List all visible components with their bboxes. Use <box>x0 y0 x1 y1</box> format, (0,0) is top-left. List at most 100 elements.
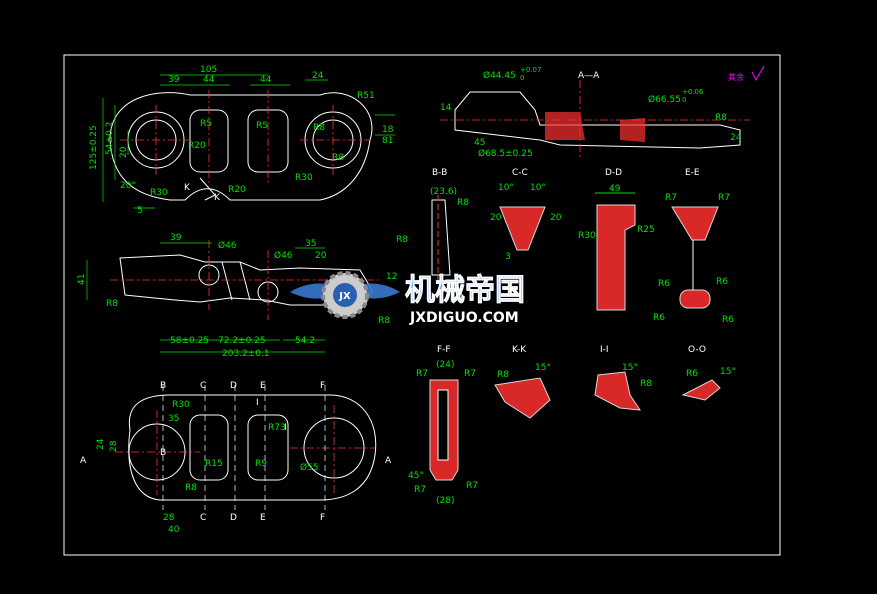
dim-bot-40: 40 <box>168 525 180 535</box>
cut-label-c-top: C <box>200 381 206 391</box>
cut-label-d-bot: D <box>230 513 237 523</box>
dim-aa-tol1b: 0 <box>520 74 524 82</box>
dim-top-r5a: R5 <box>200 119 212 129</box>
dim-ff-r7c: R7 <box>414 485 426 495</box>
dim-top-18: 18 <box>382 125 394 135</box>
drawing-border <box>63 54 781 556</box>
dim-bot-d55: Ø55 <box>300 462 319 473</box>
section-ee-title: E-E <box>685 168 700 178</box>
dim-cc-20a: 20 <box>490 213 502 223</box>
dim-cc-20b: 20 <box>550 213 562 223</box>
dim-dd-49: 49 <box>609 184 621 194</box>
dim-ff-r7d: R7 <box>466 481 478 491</box>
dim-aa-14: 14 <box>440 103 452 113</box>
dim-front-41: 41 <box>77 274 87 285</box>
top-view-dim-text: 105 39 44 44 24 R51 125±0.25 54±0.2 20 2… <box>89 65 394 216</box>
dim-bot-r73: R73 <box>268 423 286 433</box>
dim-ee-r6b: R6 <box>716 277 728 287</box>
watermark-badge: JX <box>338 291 351 302</box>
dim-top-54: 54±0.2 <box>105 122 115 155</box>
cut-label-a-right: A <box>385 456 392 466</box>
dim-top-105: 105 <box>200 65 217 75</box>
dim-aa-tol1a: +0.07 <box>520 66 541 74</box>
dim-front-72: 72.2±0.25 <box>218 336 266 346</box>
dim-bb-r8b: R8 <box>396 235 408 245</box>
section-ee: E-E R7 R7 R6 R6 R6 R6 <box>653 168 734 325</box>
dim-top-r8: R8 <box>313 123 325 133</box>
dim-bot-24: 24 <box>96 438 106 450</box>
section-aa-title: A—A <box>578 71 600 81</box>
cut-label-e-top: E <box>260 381 266 391</box>
dim-aa-tol2a: +0.06 <box>682 88 704 96</box>
cut-label-d-top: D <box>230 381 237 391</box>
dim-ii-15: 15° <box>622 363 638 373</box>
dim-aa-d685: Ø68.5±0.25 <box>478 148 533 159</box>
dim-front-12: 12 <box>386 272 397 282</box>
dim-ff-r7a: R7 <box>416 369 428 379</box>
dim-ee-r7b: R7 <box>718 193 730 203</box>
dim-cc-10a: 10° <box>498 183 514 193</box>
dim-ff-28: (28) <box>436 496 454 506</box>
dim-kk-r8: R8 <box>497 370 509 380</box>
dim-front-54: 54.2 <box>295 336 315 346</box>
dim-front-r8: R8 <box>106 299 118 309</box>
dim-ff-r7b: R7 <box>464 369 476 379</box>
dim-aa-r8: R8 <box>715 113 727 123</box>
dim-top-39: 39 <box>168 75 180 85</box>
section-dd-title: D-D <box>605 168 622 178</box>
dim-ee-r7a: R7 <box>665 193 677 203</box>
front-view-dimensions <box>86 242 325 353</box>
dim-dd-r25: R25 <box>637 225 655 235</box>
dim-ii-r8: R8 <box>640 379 652 389</box>
dim-top-20: 20 <box>119 146 129 158</box>
top-view-centerlines <box>120 90 370 185</box>
dim-top-44a: 44 <box>203 75 215 85</box>
dim-bot-r9: R9 <box>255 459 267 469</box>
dim-top-5: 5 <box>137 206 143 216</box>
bottom-view-labels: B C D E F A A B C D E F I I <box>80 381 392 523</box>
section-ff: F-F (24) R7 R7 R7 R7 45° (28) <box>408 345 478 506</box>
dim-top-r30a: R30 <box>295 173 313 183</box>
cut-label-e-bot: E <box>260 513 266 523</box>
section-dd: D-D 49 R30 R25 <box>578 168 655 311</box>
section-cc-title: C-C <box>512 168 528 178</box>
dim-top-20deg: 20° <box>120 181 136 191</box>
dim-top-r30b: R30 <box>150 188 168 198</box>
section-bb-title: B-B <box>432 168 447 178</box>
dim-aa-d6655: Ø66.55 <box>648 94 681 105</box>
dim-top-44b: 44 <box>260 75 272 85</box>
cut-label-f-bot: F <box>320 513 325 523</box>
dim-bot-r8: R8 <box>185 483 197 493</box>
dim-top-r5b: R5 <box>256 121 268 131</box>
dim-cc-3: 3 <box>505 252 511 262</box>
cut-label-i-b: I <box>284 423 287 433</box>
dim-front-d46b: Ø46 <box>274 250 293 261</box>
dim-top-24: 24 <box>312 71 324 81</box>
roughness-note: 其余 <box>728 72 744 82</box>
section-kk-title: K-K <box>512 345 527 355</box>
watermark-logo: JX 机械帝国 JXDIGUO.COM <box>290 271 525 326</box>
dim-ff-45: 45° <box>408 471 424 481</box>
dim-aa-d4445: Ø44.45 <box>483 70 516 81</box>
bottom-view-dim-text: R30 35 24 28 28 40 R8 R15 R9 R73 Ø55 <box>96 400 319 535</box>
cut-label-b-top: B <box>160 381 166 391</box>
bottom-view-section-lines <box>162 385 326 510</box>
dim-bot-28b: 28 <box>109 440 119 452</box>
dim-bot-28a: 28 <box>163 513 175 523</box>
section-bb: B-B (23.6) R8 R8 <box>396 168 469 282</box>
dim-front-203: 203.2±0.1 <box>222 349 270 359</box>
dim-dd-r30: R30 <box>578 231 596 241</box>
dim-oo-r6: R6 <box>686 369 698 379</box>
dim-bb-236: (23.6) <box>430 187 457 197</box>
cut-label-i-a: I <box>256 398 259 408</box>
dim-aa-tol2b: 0 <box>682 96 686 104</box>
dim-front-39: 39 <box>170 233 182 243</box>
dim-ee-r6c: R6 <box>653 313 665 323</box>
cut-label-f-top: F <box>320 381 325 391</box>
dim-top-r20a: R20 <box>228 185 246 195</box>
top-view-dimensions <box>102 74 395 209</box>
section-mark-k2: K <box>214 193 221 203</box>
section-aa: A—A Ø44.45 +0.07 0 14 Ø66.55 +0.06 0 R8 … <box>440 66 750 160</box>
watermark-cn: 机械帝国 <box>405 273 525 308</box>
